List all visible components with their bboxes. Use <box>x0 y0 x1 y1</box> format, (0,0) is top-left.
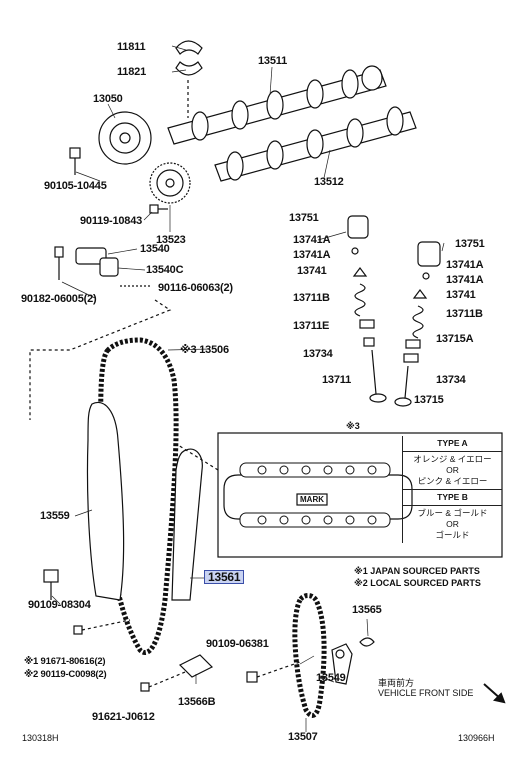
type-a-title: TYPE A <box>403 436 502 452</box>
part-label[interactable]: 13540 <box>140 243 170 255</box>
japan-sourced-note: ※1 JAPAN SOURCED PARTS <box>354 566 480 576</box>
part-label[interactable]: 13741 <box>297 265 327 277</box>
inset-box <box>217 432 503 558</box>
part-label[interactable]: 13741 <box>446 289 476 301</box>
type-a-line2: ピンク & イエロー <box>417 476 488 486</box>
part-label[interactable]: 90109-08304 <box>28 599 91 611</box>
part-label[interactable]: 13734 <box>303 348 333 360</box>
highlighted-part-label[interactable]: 13561 <box>204 570 245 584</box>
mark-label: MARK <box>300 495 324 504</box>
part-label[interactable]: 13512 <box>314 176 344 188</box>
type-b-colors: ブルー & ゴールド OR ゴールド <box>403 506 502 543</box>
inset-marker: ※3 <box>346 421 360 431</box>
spring-13565 <box>359 637 375 647</box>
part-label[interactable]: 13050 <box>93 93 123 105</box>
valve-train-right <box>394 241 441 407</box>
chain-type-table: TYPE A オレンジ & イエロー OR ピンク & イエロー TYPE B … <box>402 436 502 543</box>
type-b-or: OR <box>446 519 459 529</box>
part-label[interactable]: 13711E <box>293 320 330 332</box>
part-label[interactable]: 13566B <box>178 696 216 708</box>
vehicle-front-arrow-icon <box>483 683 506 704</box>
part-label[interactable]: ※3 13506 <box>180 344 229 356</box>
part-label[interactable]: 11811 <box>117 41 146 53</box>
tensioner-13540-part <box>54 246 150 287</box>
part-label[interactable]: 13523 <box>156 234 186 246</box>
bolt-90109a <box>43 569 59 600</box>
part-label[interactable]: 90105-10445 <box>44 180 107 192</box>
type-b-line1: ブルー & ゴールド <box>417 508 488 518</box>
diagram-code-right: 130966H <box>458 733 495 743</box>
type-a-colors: オレンジ & イエロー OR ピンク & イエロー <box>403 452 502 490</box>
part-label[interactable]: 13741A <box>446 274 484 286</box>
part-label[interactable]: 13559 <box>40 510 70 522</box>
part-label[interactable]: 13565 <box>352 604 382 616</box>
part-label[interactable]: 13711 <box>322 374 351 386</box>
part-label[interactable]: 13734 <box>436 374 466 386</box>
bolt-91671 <box>73 619 131 635</box>
vehicle-front-en: VEHICLE FRONT SIDE <box>378 688 474 698</box>
vehicle-front-jp: 車両前方 <box>378 678 415 688</box>
part-label[interactable]: 13549 <box>316 672 346 684</box>
part-label[interactable]: 13507 <box>288 731 318 743</box>
part-label[interactable]: 13540C <box>146 264 184 276</box>
bolt-91621 <box>140 669 191 692</box>
part-label[interactable]: ※1 91671-80616(2) <box>24 656 106 667</box>
part-label[interactable]: 13711B <box>446 308 483 320</box>
part-label[interactable]: 13751 <box>289 212 319 224</box>
part-label[interactable]: 90116-06063(2) <box>158 282 233 294</box>
type-b-title: TYPE B <box>403 490 502 506</box>
part-label[interactable]: 11821 <box>117 66 146 78</box>
plate-13566b <box>178 654 214 678</box>
intake-camshaft-part <box>167 65 387 145</box>
exhaust-camshaft-part <box>214 106 417 182</box>
part-label[interactable]: 13711B <box>293 292 330 304</box>
tensioner-arm-13549 <box>331 643 353 685</box>
vvt-gear-part <box>98 111 152 165</box>
part-label[interactable]: 13741A <box>293 249 331 261</box>
diagram-code-left: 130318H <box>22 733 59 743</box>
type-b-line2: ゴールド <box>435 530 470 540</box>
part-label[interactable]: 13715 <box>414 394 444 406</box>
timing-chain-13507 <box>292 593 327 718</box>
bolt-90119 <box>149 204 168 214</box>
part-label[interactable]: 91621-J0612 <box>92 711 155 723</box>
local-sourced-note: ※2 LOCAL SOURCED PARTS <box>354 578 481 588</box>
type-a-or: OR <box>446 465 459 475</box>
part-label[interactable]: 90119-10843 <box>80 215 143 227</box>
part-label[interactable]: 90182-06005(2) <box>21 293 97 305</box>
sprocket-13523-part <box>149 162 191 204</box>
bolt-90109b <box>246 661 301 683</box>
part-label[interactable]: 13741A <box>293 234 331 246</box>
part-label[interactable]: 90109-06381 <box>206 638 269 650</box>
part-label[interactable]: 13751 <box>455 238 485 250</box>
bolt-90105 <box>69 147 81 175</box>
type-a-line1: オレンジ & イエロー <box>413 454 492 464</box>
chain-guide-13559 <box>86 401 125 601</box>
bearing-cap-part <box>175 40 203 76</box>
part-label[interactable]: 13715A <box>436 333 474 345</box>
valve-train-left <box>347 215 387 403</box>
inset-chain-links <box>239 462 391 528</box>
chain-damper-13561 <box>171 448 203 601</box>
part-label[interactable]: ※2 90119-C0098(2) <box>24 669 107 680</box>
part-label[interactable]: 13741A <box>446 259 484 271</box>
part-label[interactable]: 13511 <box>258 55 287 67</box>
